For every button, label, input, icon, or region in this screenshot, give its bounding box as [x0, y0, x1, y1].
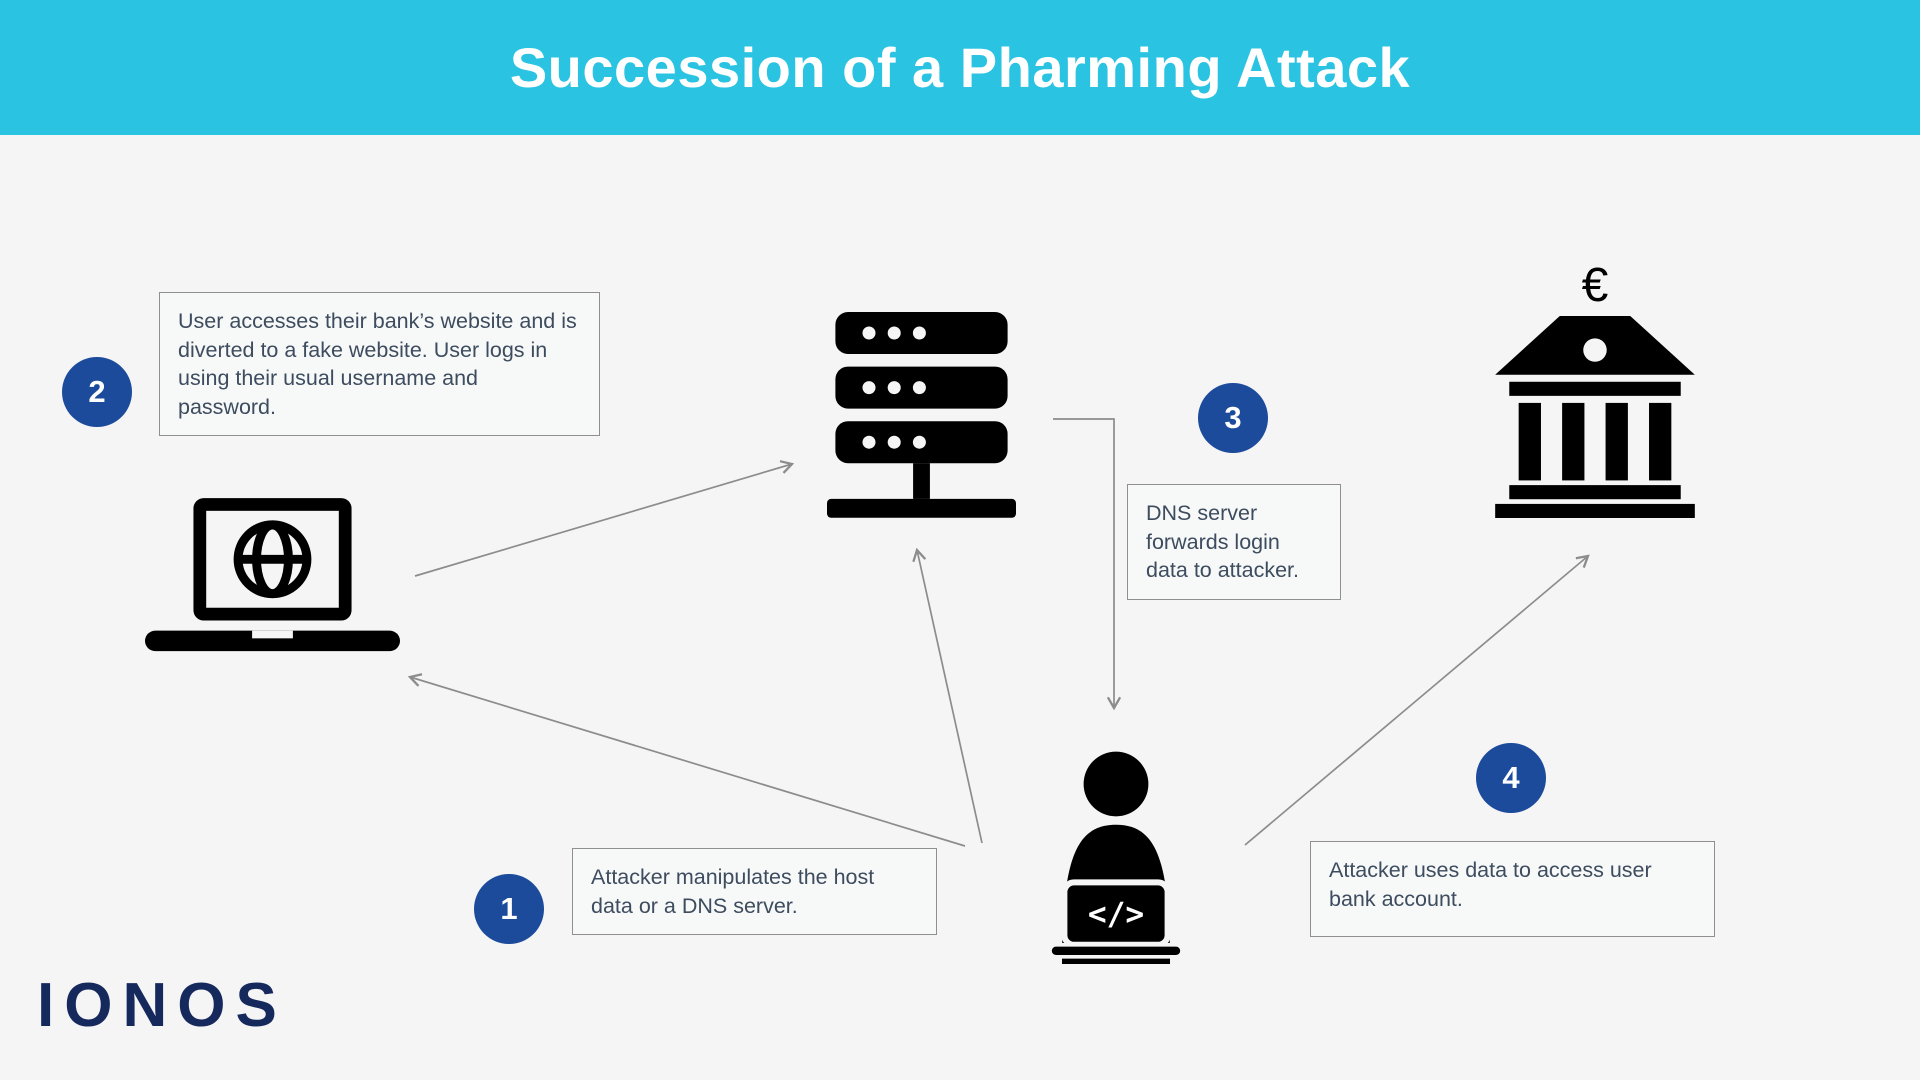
step-1-textbox: Attacker manipulates the host data or a …: [572, 848, 937, 936]
dns-server-icon: [827, 312, 1016, 527]
bank-icon: €: [1490, 262, 1700, 523]
step-4-textbox: Attacker uses data to access user bank a…: [1310, 841, 1715, 937]
step-2-textbox: User accesses their bank’s website and i…: [159, 292, 600, 437]
globe-icon: [233, 520, 312, 599]
euro-symbol: €: [1581, 259, 1609, 312]
ionos-logo: IONOS: [37, 971, 287, 1040]
step-3-textbox: DNS server forwards login data to attack…: [1127, 484, 1341, 600]
attacker-icon: </>: [1026, 748, 1206, 969]
step-1-badge: 1: [474, 874, 544, 944]
page-title: Succession of a Pharming Attack: [509, 36, 1411, 99]
arrow-server-to-attacker: [1053, 418, 1122, 711]
arrow-laptop-to-server: [414, 460, 795, 577]
arrow-attacker-to-server: [912, 547, 983, 844]
step-3-badge: 3: [1198, 383, 1268, 453]
header-banner: Succession of a Pharming Attack: [0, 0, 1920, 135]
step-2-badge: 2: [62, 357, 132, 427]
step-4-badge: 4: [1476, 743, 1546, 813]
code-symbol: </>: [1088, 896, 1144, 932]
arrow-attacker-to-laptop: [407, 673, 966, 847]
user-laptop-icon: [145, 498, 400, 660]
